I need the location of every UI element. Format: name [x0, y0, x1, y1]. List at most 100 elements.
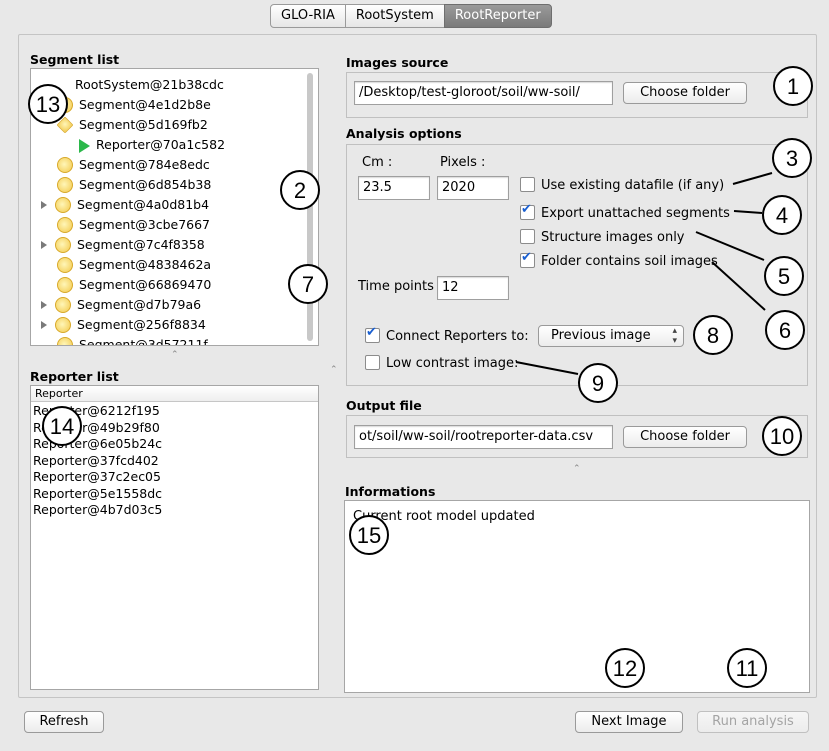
segment-tree-label: Segment@4838462a [79, 257, 212, 272]
segment-tree-label: Segment@66869470 [79, 277, 212, 292]
callout-1: 1 [773, 66, 813, 106]
cm-label: Cm : [362, 155, 393, 170]
select-arrows-icon: ▴▾ [672, 326, 677, 346]
segment-list-title: Segment list [30, 52, 120, 67]
callout-12: 12 [605, 648, 645, 688]
segment-tree-row[interactable]: Segment@d7b79a6 [41, 295, 201, 315]
disclosure-triangle-icon[interactable] [41, 321, 47, 329]
next-image-button[interactable]: Next Image [575, 711, 683, 733]
segment-icon [55, 236, 71, 253]
segment-icon [57, 256, 73, 273]
time-points-label: Time points [358, 279, 434, 294]
informations-title: Informations [345, 484, 436, 499]
structure-only-check[interactable] [520, 229, 535, 244]
callout-15: 15 [349, 515, 389, 555]
soil-images-checkbox[interactable]: Folder contains soil images [520, 250, 718, 269]
run-analysis-button[interactable]: Run analysis [697, 711, 809, 733]
callout-2: 2 [280, 170, 320, 210]
segment-tree-label: Segment@d7b79a6 [77, 297, 202, 312]
use-existing-label: Use existing datafile (if any) [541, 178, 725, 193]
disclosure-triangle-icon[interactable] [41, 241, 47, 249]
tab-rootsystem[interactable]: RootSystem [344, 4, 445, 28]
connect-reporters-checkbox[interactable]: Connect Reporters to: [365, 325, 529, 344]
segment-icon [57, 176, 73, 193]
use-existing-checkbox[interactable]: Use existing datafile (if any) [520, 177, 725, 193]
segment-tree-row[interactable]: Segment@5d169fb2 [56, 115, 208, 135]
reporter-list-title: Reporter list [30, 369, 119, 384]
pixels-input[interactable]: 2020 [437, 176, 509, 200]
images-source-path-field[interactable]: /Desktop/test-gloroot/soil/ww-soil/ [354, 81, 613, 105]
connect-reporters-check[interactable] [365, 325, 380, 343]
callout-6: 6 [765, 310, 805, 350]
segment-tree-label: Segment@4e1d2b8e [79, 97, 211, 112]
reporter-list-item[interactable]: Reporter@5e1558dc [33, 485, 163, 501]
segment-tree-label: Segment@784e8edc [79, 157, 210, 172]
analysis-options-group [346, 144, 808, 386]
segment-tree-row[interactable]: Segment@4a0d81b4 [41, 195, 209, 215]
pixels-label: Pixels : [440, 155, 486, 170]
reporter-icon [79, 138, 90, 153]
output-file-title: Output file [346, 398, 422, 413]
segment-tree-row[interactable]: Segment@3d57211f [57, 335, 208, 346]
callout-3: 3 [772, 138, 812, 178]
segment-tree-label: Segment@3d57211f [79, 337, 208, 346]
segment-tree-row[interactable]: Segment@4838462a [57, 255, 211, 275]
low-contrast-check[interactable] [365, 355, 380, 370]
segment-tree-row[interactable]: Segment@3cbe7667 [57, 215, 210, 235]
segment-icon [55, 296, 71, 313]
segment-icon [57, 276, 73, 293]
connect-reporters-select[interactable]: Previous image ▴▾ [538, 325, 684, 347]
export-unattached-label: Export unattached segments [541, 206, 730, 221]
connect-reporters-label: Connect Reporters to: [386, 329, 529, 344]
segment-icon [55, 196, 71, 213]
segment-tree-row[interactable]: Segment@6d854b38 [57, 175, 211, 195]
callout-13: 13 [28, 84, 68, 124]
segment-tree-label: Reporter@70a1c582 [96, 137, 226, 152]
reporter-list-item[interactable]: Reporter@4b7d03c5 [33, 502, 163, 517]
segment-icon [57, 156, 73, 173]
splitter-handle[interactable]: ⌃ [171, 350, 179, 360]
tab-bar: GLO-RIA RootSystem RootReporter [270, 4, 552, 28]
soil-images-check[interactable] [520, 250, 535, 268]
right-splitter-handle[interactable]: ⌃ [573, 464, 581, 474]
images-choose-folder-button[interactable]: Choose folder [623, 82, 747, 104]
soil-images-label: Folder contains soil images [541, 254, 718, 269]
callout-8: 8 [693, 315, 733, 355]
segment-tree-label: Segment@4a0d81b4 [77, 197, 210, 212]
export-unattached-checkbox[interactable]: Export unattached segments [520, 202, 730, 221]
tab-glo-ria[interactable]: GLO-RIA [270, 4, 346, 28]
segment-icon [57, 216, 73, 233]
callout-5: 5 [764, 256, 804, 296]
segment-tree-label: Segment@3cbe7667 [79, 217, 211, 232]
reporter-list-item[interactable]: Reporter@37c2ec05 [33, 469, 161, 484]
segment-tree-row[interactable]: Segment@66869470 [57, 275, 211, 295]
export-unattached-check[interactable] [520, 202, 535, 220]
output-file-path-field[interactable]: ot/soil/ww-soil/rootreporter-data.csv [354, 425, 613, 449]
disclosure-triangle-icon[interactable] [41, 201, 47, 209]
reporter-list-item[interactable]: Reporter@37fcd402 [33, 452, 159, 468]
structure-only-checkbox[interactable]: Structure images only [520, 229, 685, 245]
output-file-group [346, 415, 808, 458]
segment-tree-label: RootSystem@21b38cdc [75, 77, 224, 92]
disclosure-triangle-icon[interactable] [41, 301, 47, 309]
cm-input[interactable]: 23.5 [358, 176, 430, 200]
vertical-splitter-handle[interactable]: ⌃ [330, 365, 338, 375]
segment-tree-row[interactable]: Reporter@70a1c582 [79, 135, 225, 155]
callout-11: 11 [727, 648, 767, 688]
segment-tree-label: Segment@6d854b38 [79, 177, 212, 192]
segment-tree-row[interactable]: RootSystem@21b38cdc [75, 75, 224, 95]
time-points-input[interactable]: 12 [437, 276, 509, 300]
segment-tree-row[interactable]: Segment@7c4f8358 [41, 235, 205, 255]
segment-tree-row[interactable]: Segment@784e8edc [57, 155, 210, 175]
use-existing-check[interactable] [520, 177, 535, 192]
segment-tree-label: Segment@256f8834 [77, 317, 206, 332]
refresh-button[interactable]: Refresh [24, 711, 104, 733]
output-choose-folder-button[interactable]: Choose folder [623, 426, 747, 448]
segment-tree-row[interactable]: Segment@256f8834 [41, 315, 206, 335]
tab-rootreporter[interactable]: RootReporter [443, 4, 552, 28]
reporter-column-header[interactable]: Reporter [31, 386, 318, 402]
low-contrast-checkbox[interactable]: Low contrast image: [365, 355, 518, 371]
callout-10: 10 [762, 416, 802, 456]
